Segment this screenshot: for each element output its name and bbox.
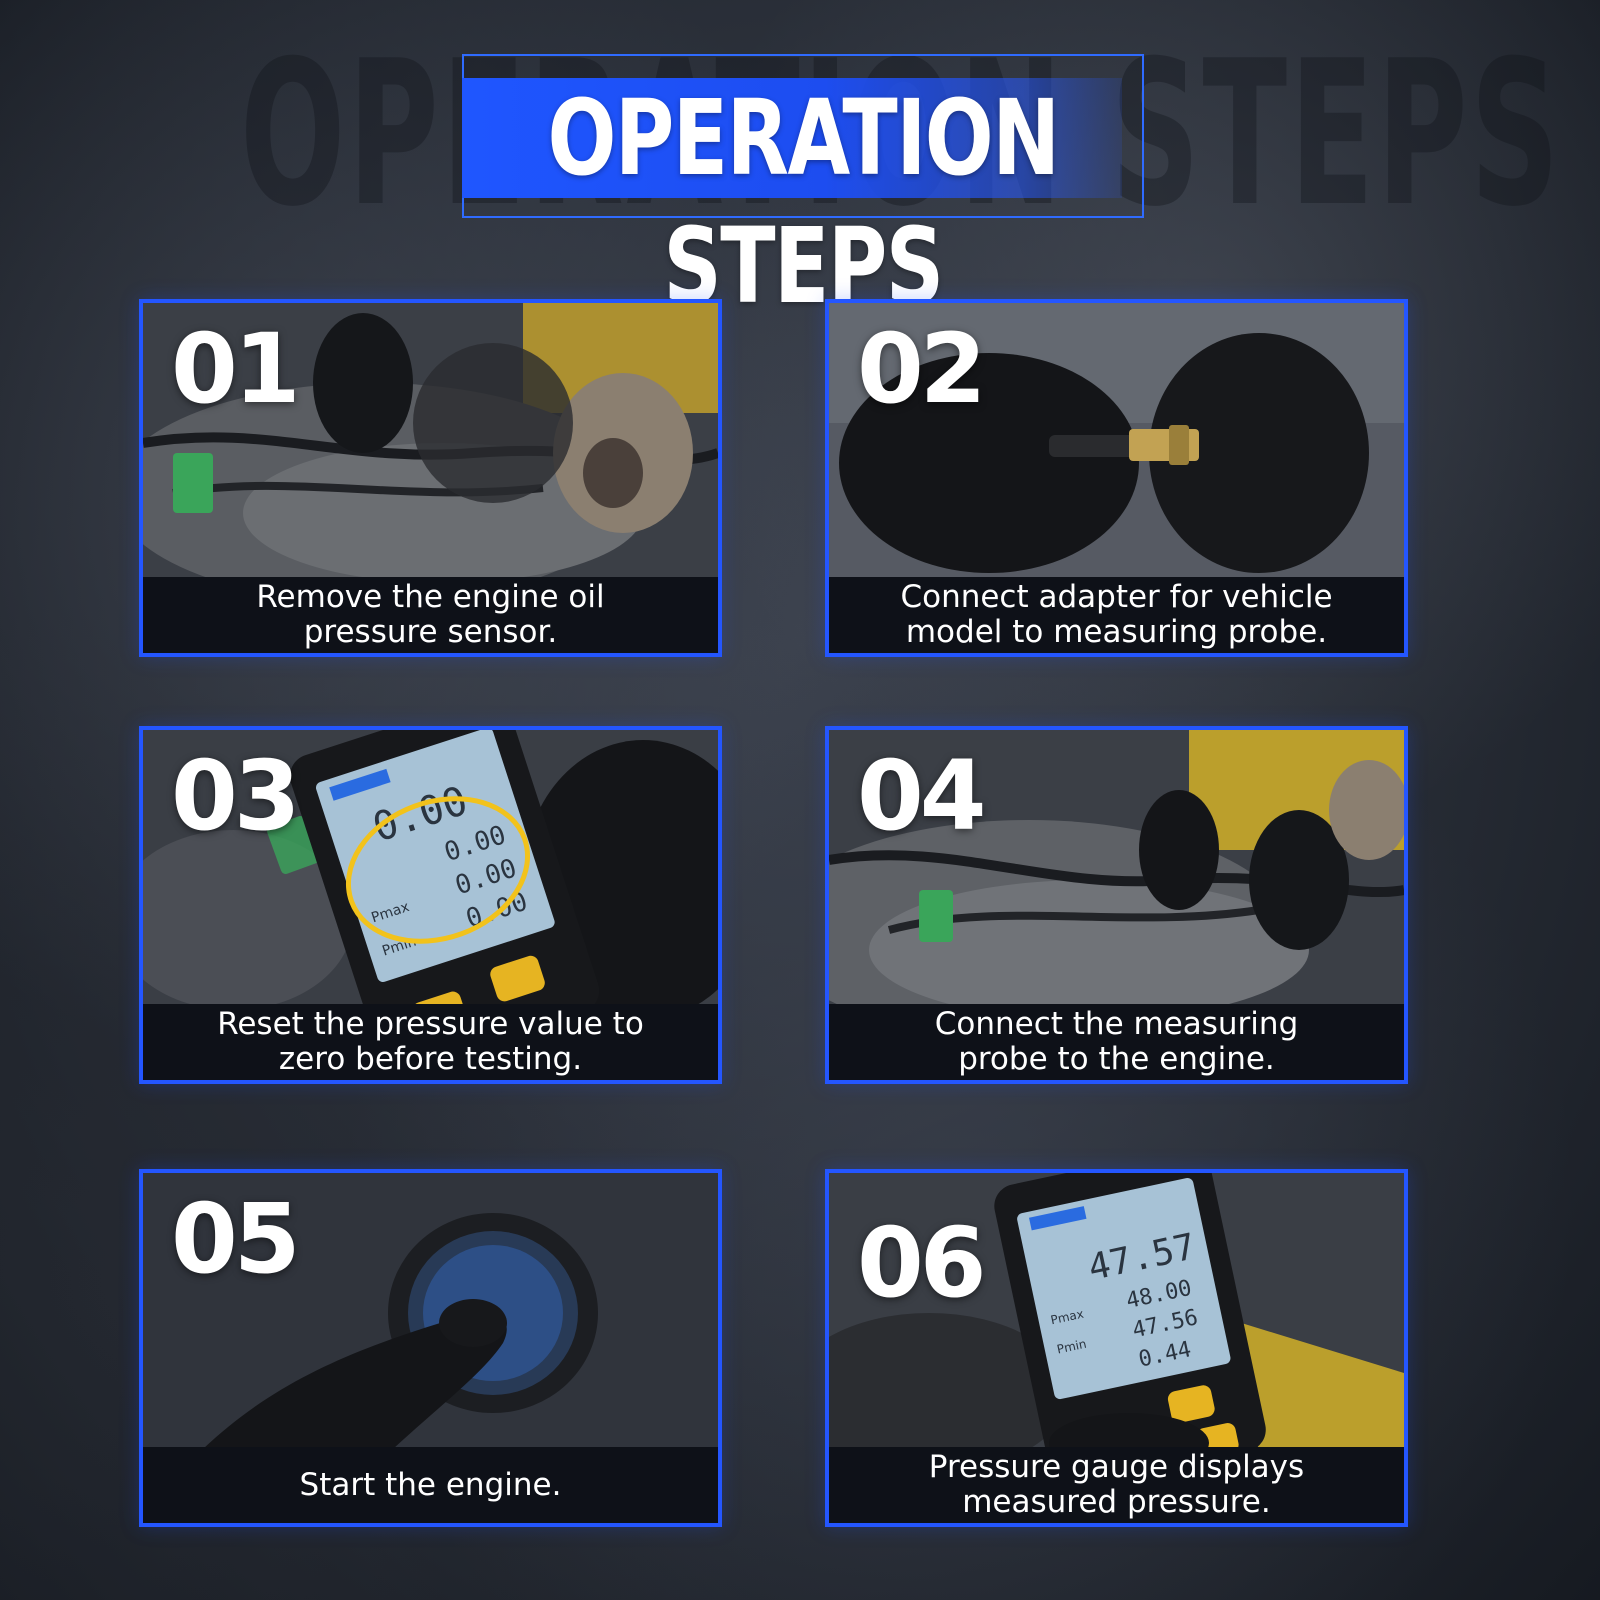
step-number: 06 xyxy=(857,1207,987,1319)
step-number: 05 xyxy=(171,1183,301,1295)
step-caption: Connect adapter for vehicle model to mea… xyxy=(900,579,1333,650)
step-card-05: 05 Start the engine. xyxy=(139,1169,722,1527)
gauge-label: Pmax xyxy=(1049,1307,1085,1328)
step-caption: Start the engine. xyxy=(299,1466,562,1503)
step-number: 02 xyxy=(857,313,987,425)
step-caption-bar: Reset the pressure value to zero before … xyxy=(143,1004,718,1080)
step-card-06: 47.57 Pmax 48.00 Pmin 47.56 0.44 06 Pres… xyxy=(825,1169,1408,1527)
step-caption: Reset the pressure value to zero before … xyxy=(217,1006,644,1077)
step-card-04: 04 Connect the measuring probe to the en… xyxy=(825,726,1408,1084)
step-caption: Remove the engine oil pressure sensor. xyxy=(256,579,605,650)
step-card-02: 02 Connect adapter for vehicle model to … xyxy=(825,299,1408,657)
step-caption: Pressure gauge displays measured pressur… xyxy=(928,1449,1305,1520)
step-card-01: 01 Remove the engine oil pressure sensor… xyxy=(139,299,722,657)
step-caption-bar: Start the engine. xyxy=(143,1447,718,1523)
step-caption-bar: Connect adapter for vehicle model to mea… xyxy=(829,577,1404,653)
title-banner xyxy=(462,78,1122,198)
step-photo-probe-engine xyxy=(829,730,1404,1006)
page-title: OPERATION STEPS xyxy=(547,77,1060,327)
step-number: 03 xyxy=(171,740,301,852)
step-number: 04 xyxy=(857,740,987,852)
gauge-label: Pmin xyxy=(1056,1337,1088,1357)
step-number: 01 xyxy=(171,313,301,425)
step-caption-bar: Pressure gauge displays measured pressur… xyxy=(829,1447,1404,1523)
step-photo-engine-sensor xyxy=(143,303,718,579)
step-caption-bar: Connect the measuring probe to the engin… xyxy=(829,1004,1404,1080)
step-caption-bar: Remove the engine oil pressure sensor. xyxy=(143,577,718,653)
step-photo-start-button xyxy=(143,1173,718,1449)
step-photo-gauge-reading: 47.57 Pmax 48.00 Pmin 47.56 0.44 xyxy=(829,1173,1404,1449)
step-photo-adapter-probe xyxy=(829,303,1404,579)
step-card-03: 0.00 0.00 Pmax 0.00 Pmin 0.00 03 Reset t… xyxy=(139,726,722,1084)
step-photo-gauge-reset: 0.00 0.00 Pmax 0.00 Pmin 0.00 xyxy=(143,730,718,1006)
step-caption: Connect the measuring probe to the engin… xyxy=(934,1006,1299,1077)
